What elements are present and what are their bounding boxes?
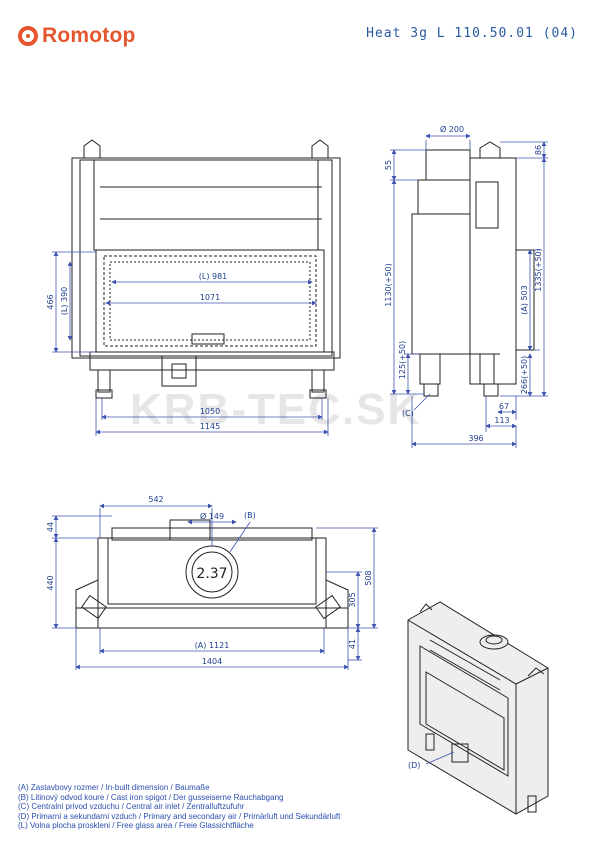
dim-overall-height: 1335(+50) [534, 248, 543, 291]
dim-top-41: 41 [348, 639, 357, 649]
legend-item-a: (A) Zastavbovy rozmer / In-built dimensi… [18, 783, 210, 792]
legend-item-c: (C) Centralni privod vzduchu / Central a… [18, 802, 245, 812]
dim-top-440: 440 [46, 575, 55, 590]
top-view: 2.37 542 Ø 149 (B) 44 440 508 305 41 [46, 495, 378, 670]
dim-glass-height: (L) 390 [60, 287, 69, 316]
dim-bottom-height: 266(+50) [520, 356, 529, 394]
legend: (A) Zastavbovy rozmer / In-built dimensi… [18, 783, 340, 831]
romotop-logo-icon [18, 26, 38, 46]
dim-depth-113: 113 [494, 416, 509, 425]
label-spigot-number: 2.37 [196, 566, 227, 582]
dim-handle-height: 86 [534, 145, 543, 155]
brand-name: Romotop [42, 24, 136, 47]
dim-body-height: 1130(+50) [384, 263, 393, 306]
dim-feet-width: 1050 [200, 407, 220, 416]
model-title: Heat 3g L 110.50.01 (04) [366, 26, 578, 41]
dim-top-overall-width: 1404 [202, 657, 222, 666]
dim-opening-height: 466 [46, 294, 55, 309]
dim-depth-67: 67 [499, 402, 509, 411]
dim-overall-width: 1145 [200, 422, 220, 431]
side-view: Ø 200 55 1130(+50) 125(+50) (C) 86 1335(… [384, 124, 548, 448]
dim-spigot-offset: 542 [148, 495, 163, 504]
dim-top-inbuilt-width: (A) 1121 [195, 641, 230, 650]
dim-opening-width: 1071 [200, 293, 220, 302]
legend-item-l: (L) Volna plocha proskleni / Free glass … [18, 821, 254, 831]
label-primary-secondary-air: (D) [408, 761, 420, 770]
legend-item-b: (B) Litinový odvod koure / Cast iron spi… [18, 792, 284, 802]
dim-spigot-diameter: Ø 149 [200, 511, 224, 521]
legend-item-d: (D) Primarni a sekundarni vzduch / Prima… [18, 811, 341, 821]
dim-top-offset: 55 [384, 160, 393, 170]
front-view: (L) 981 1071 1050 1145 466 (L) 390 [46, 139, 341, 436]
dim-top-508: 508 [364, 570, 373, 585]
watermark-text: KRB-TEC.SK [130, 385, 422, 434]
dim-flue-diameter: Ø 200 [440, 124, 464, 134]
dim-overall-depth: 396 [468, 434, 483, 443]
dim-inbuilt-height: (A) 503 [520, 285, 529, 315]
label-central-air-inlet: (C) [402, 409, 414, 418]
romotop-logo: Romotop [18, 24, 136, 48]
dim-top-44: 44 [46, 522, 55, 532]
label-cast-iron-spigot: (B) [244, 511, 256, 520]
dim-glass-width: (L) 981 [199, 272, 228, 281]
dim-base-height: 125(+50) [398, 341, 407, 379]
isometric-view: (D) [407, 601, 549, 815]
dim-top-305: 305 [348, 592, 357, 607]
